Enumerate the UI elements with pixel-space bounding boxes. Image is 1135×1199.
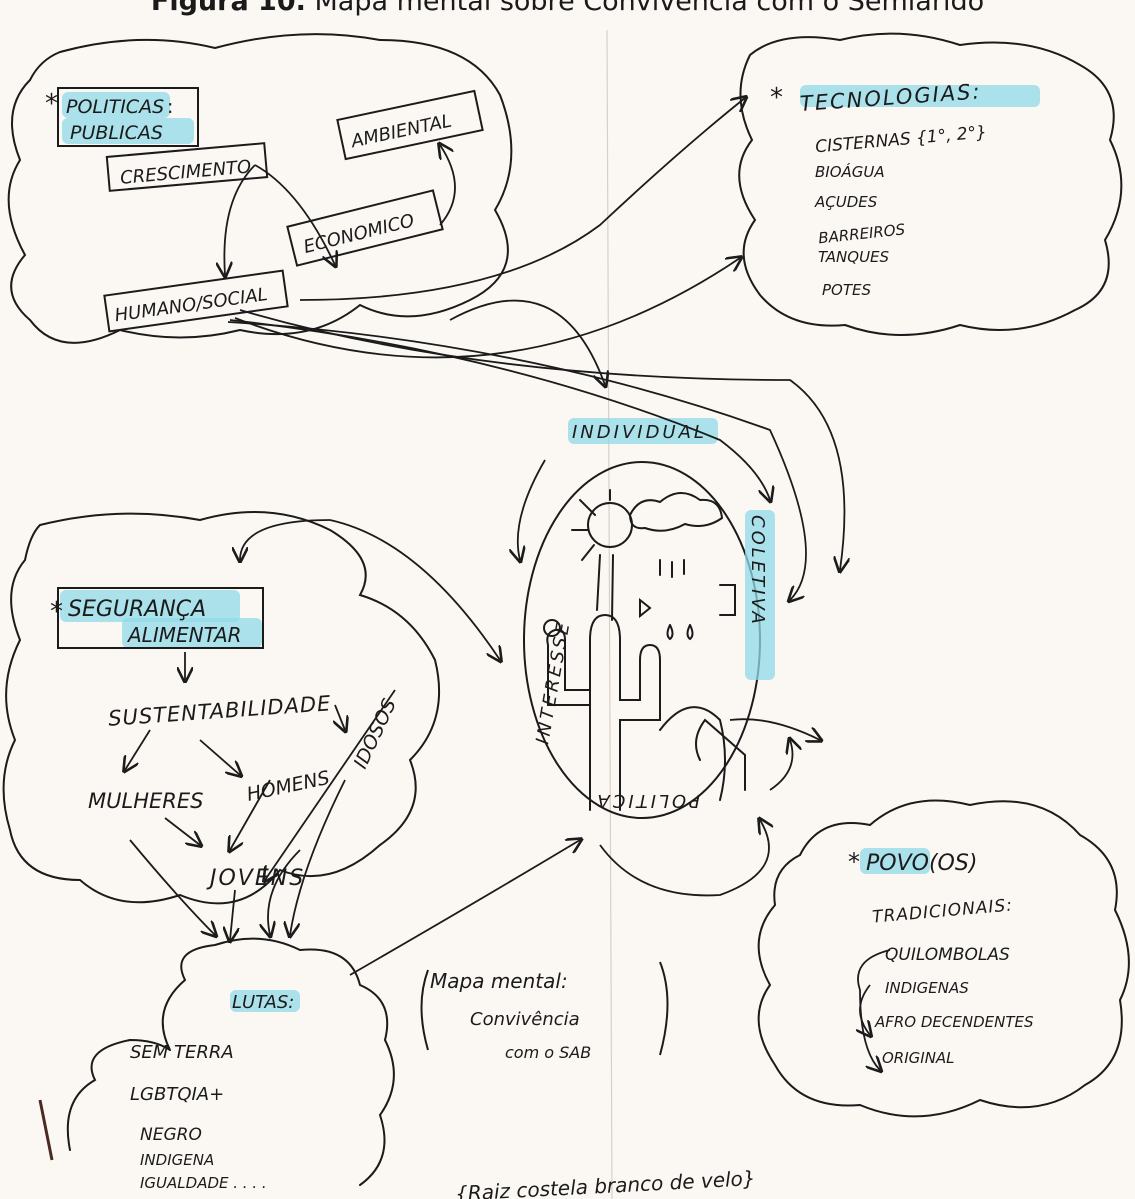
povos-marker: * bbox=[848, 848, 860, 876]
caption-text: Mapa mental sobre Convivência com o Semi… bbox=[314, 0, 985, 17]
footer-note: {Raiz costela branco de velo} bbox=[455, 1166, 757, 1199]
tecnologias-marker: * bbox=[770, 83, 783, 113]
cactus-icon bbox=[589, 613, 661, 811]
highlight-seguranca bbox=[60, 590, 240, 622]
cloud-tecnologias bbox=[738, 32, 1123, 336]
page-fold bbox=[606, 29, 613, 1199]
povos-item-1: QUILOMBOLAS bbox=[885, 945, 1010, 965]
box-seguranca bbox=[57, 587, 264, 649]
politicas-marker: * bbox=[45, 89, 58, 119]
tecnologias-item-4: BARREIROS bbox=[817, 220, 906, 247]
lutas-title: LUTAS: bbox=[232, 992, 294, 1013]
politicas-title-colon: : bbox=[167, 96, 173, 118]
sustentabilidade-label: SUSTENTABILIDADE bbox=[107, 691, 332, 731]
box-crescimento bbox=[105, 142, 269, 192]
povos-item-4: ORIGINAL bbox=[882, 1049, 955, 1067]
box-ambiental bbox=[336, 89, 484, 161]
tecnologias-item-6: POTES bbox=[822, 281, 871, 299]
cloud-lutas bbox=[66, 937, 395, 1186]
box-politicas bbox=[57, 87, 199, 147]
note-line-3: com o SAB bbox=[505, 1043, 591, 1062]
note-line-2: Convivência bbox=[470, 1009, 580, 1030]
seguranca-title-1: SEGURANÇA bbox=[68, 597, 206, 622]
highlight-povos bbox=[860, 848, 930, 874]
center-individual: INDIVIDUAL bbox=[572, 422, 707, 443]
center-politica: POLITICA bbox=[594, 790, 700, 811]
note-braces bbox=[420, 961, 669, 1056]
ambiental-label: AMBIENTAL bbox=[348, 110, 453, 152]
mulheres-label: MULHERES bbox=[88, 789, 203, 813]
tecnologias-item-1: CISTERNAS {1°, 2°} bbox=[814, 122, 987, 157]
sun-icon bbox=[587, 502, 633, 548]
highlight-politicas bbox=[62, 92, 170, 118]
seguranca-marker: * bbox=[50, 597, 63, 627]
center-interesse: INTERESSE bbox=[532, 619, 574, 746]
highlight-tecnologias bbox=[800, 85, 1040, 107]
povos-item-3: AFRO DECENDENTES bbox=[874, 1013, 1034, 1031]
center-coletiva: COLETIVA bbox=[747, 515, 768, 627]
tecnologias-item-2: BIOÁGUA bbox=[815, 162, 885, 181]
box-humano-social bbox=[103, 269, 289, 333]
figure-caption: Figura 10. Mapa mental sobre Convivência… bbox=[0, 0, 1135, 17]
connector-arrows bbox=[125, 98, 891, 1070]
povos-title: POVO(OS) bbox=[866, 851, 977, 876]
lutas-item-2: LGBTQIA+ bbox=[130, 1084, 224, 1105]
idosos-label: IDOSOS bbox=[350, 696, 401, 773]
mountain-icon bbox=[659, 706, 746, 801]
tecnologias-item-5: TANQUES bbox=[818, 248, 890, 266]
lutas-item-3: NEGRO bbox=[140, 1125, 202, 1145]
highlight-alimentar bbox=[122, 618, 262, 648]
highlight-coletiva bbox=[745, 510, 775, 680]
rain-cloud-icon bbox=[629, 492, 724, 532]
cloud-politicas bbox=[7, 33, 513, 344]
highlight-publicas bbox=[62, 118, 194, 144]
lutas-item-4: INDIGENA bbox=[140, 1151, 214, 1169]
page-mark bbox=[38, 1099, 54, 1161]
lutas-item-1: SEM TERRA bbox=[130, 1042, 234, 1063]
lutas-item-5: IGUALDADE . . . . bbox=[140, 1174, 267, 1192]
cloud-povos bbox=[757, 799, 1130, 1118]
povos-subtitle: TRADICIONAIS: bbox=[871, 895, 1013, 927]
cloud-seguranca bbox=[2, 511, 441, 905]
politicas-title-1: POLITICAS bbox=[66, 96, 164, 118]
seguranca-title-2: ALIMENTAR bbox=[126, 623, 242, 647]
note-line-1: Mapa mental: bbox=[430, 969, 568, 993]
highlight-lutas bbox=[230, 990, 300, 1012]
povos-item-2: INDIGENAS bbox=[885, 979, 969, 997]
caption-label: Figura 10. bbox=[150, 0, 306, 17]
homens-label: HOMENS bbox=[245, 767, 332, 806]
tecnologias-title: TECNOLOGIAS: bbox=[799, 79, 982, 116]
jovens-label: JOVENS bbox=[206, 866, 305, 891]
tecnologias-item-3: AÇUDES bbox=[814, 193, 878, 211]
politicas-title-2: PUBLICAS bbox=[70, 122, 163, 144]
box-economico bbox=[286, 189, 444, 267]
